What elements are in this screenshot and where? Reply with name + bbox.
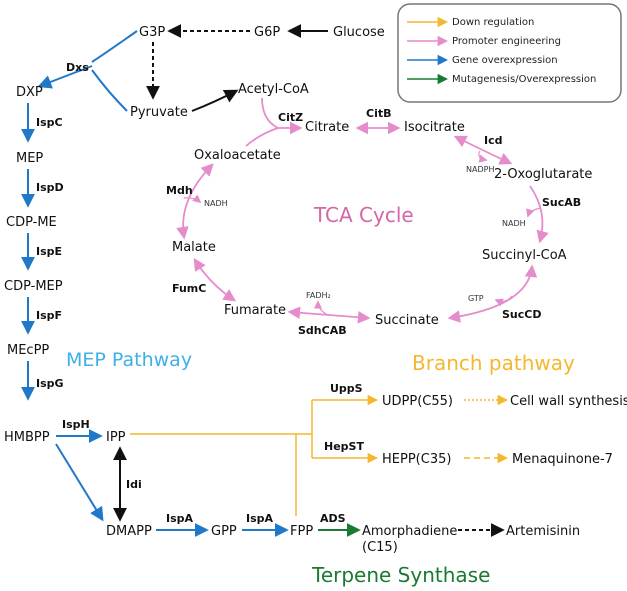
node-mep: MEP [16, 151, 43, 166]
node-succinate: Succinate [375, 313, 439, 328]
node-amorphadiene: Amorphadiene [362, 524, 457, 539]
node-fumarate: Fumarate [224, 303, 286, 318]
node-menaquinone: Menaquinone-7 [512, 452, 613, 467]
enzyme-ispa-1: IspA [166, 512, 194, 525]
node-hmbpp: HMBPP [4, 430, 50, 445]
node-g6p: G6P [254, 25, 280, 40]
enzyme-ispd: IspD [36, 181, 64, 194]
arrow-succd-gtp [494, 295, 513, 307]
arrow-pyruvate-acetylcoa [191, 89, 239, 112]
arrow-sdhcab [287, 306, 371, 324]
node-cdpme: CDP-ME [6, 215, 57, 230]
arrow-mdh [176, 163, 214, 240]
title-tca-cycle: TCA Cycle [313, 203, 414, 227]
enzyme-ispf: IspF [36, 309, 62, 322]
legend-box [397, 3, 622, 103]
enzyme-idi: Idi [126, 478, 142, 491]
enzyme-ispc: IspC [36, 116, 63, 129]
node-succinyl-coa: Succinyl-CoA [482, 248, 567, 263]
node-isocitrate: Isocitrate [404, 120, 465, 135]
node-c15: (C15) [362, 540, 398, 555]
arrow-sucab [529, 185, 549, 244]
node-malate: Malate [172, 240, 216, 255]
enzyme-sucab: SucAB [542, 196, 581, 209]
enzyme-ispa-2: IspA [246, 512, 274, 525]
enzyme-icd: Icd [484, 134, 503, 147]
enzyme-sdhcab: SdhCAB [298, 324, 347, 337]
node-ipp: IPP [106, 430, 126, 445]
arrow-mdh-nadh [183, 194, 202, 204]
enzyme-fumc: FumC [172, 282, 206, 295]
node-hepp: HEPP(C35) [382, 452, 451, 467]
enzyme-ads: ADS [320, 512, 346, 525]
node-artemisinin: Artemisinin [506, 524, 580, 539]
branch-lines [130, 400, 313, 516]
node-cdpmep: CDP-MEP [4, 279, 63, 294]
node-mecpp: MEcPP [7, 343, 49, 358]
legend-label-gene: Gene overexpression [452, 55, 558, 66]
node-acetyl-coa: Acetyl-CoA [238, 82, 309, 97]
node-udpp: UDPP(C55) [382, 394, 453, 409]
cofactor-gtp: GTP [468, 294, 484, 303]
enzyme-mdh: Mdh [166, 184, 193, 197]
arrow-g3p-dxs [91, 30, 138, 63]
cofactor-nadh-1: NADH [204, 199, 228, 208]
node-pyruvate: Pyruvate [130, 105, 188, 120]
legend: Down regulation Promoter engineering Gen… [397, 3, 622, 103]
legend-label-promoter: Promoter engineering [452, 36, 561, 47]
arrow-citz-acetyl [261, 97, 279, 129]
node-g3p: G3P [139, 25, 165, 40]
title-terpene-synthase: Terpene Synthase [311, 563, 490, 587]
title-branch-pathway: Branch pathway [412, 351, 575, 375]
node-oxoglutarate: 2-Oxoglutarate [494, 167, 592, 182]
node-fpp: FPP [290, 524, 313, 539]
enzyme-isph: IspH [62, 418, 90, 431]
enzyme-hepst: HepST [324, 440, 364, 453]
node-oxaloacetate: Oxaloacetate [194, 148, 281, 163]
arrow-sdhcab-fadh2 [313, 300, 329, 316]
arrow-sucab-nadh [526, 207, 542, 218]
node-dxp: DXP [16, 85, 43, 100]
enzyme-citb: CitB [366, 107, 392, 120]
node-citrate: Citrate [305, 120, 349, 135]
arrow-citz-oaa [245, 127, 279, 147]
node-gpp: GPP [211, 524, 237, 539]
arrow-fumc [193, 257, 237, 302]
enzyme-succd: SucCD [502, 308, 541, 321]
arrow-hmbpp-dmapp [55, 443, 104, 522]
enzyme-ispe: IspE [36, 245, 62, 258]
enzyme-citz: CitZ [278, 111, 303, 124]
cofactor-nadph: NADPH [466, 165, 494, 174]
node-glucose: Glucose [333, 25, 385, 40]
arrow-icd-nadph [478, 150, 488, 163]
node-dmapp: DMAPP [106, 524, 152, 539]
enzyme-ispg: IspG [36, 377, 64, 390]
cofactor-fadh2: FADH₂ [306, 291, 331, 300]
arrow-dxs-dxp [37, 65, 93, 89]
legend-label-mutagenesis: Mutagenesis/Overexpression [452, 74, 596, 85]
cofactor-nadh-2: NADH [502, 219, 526, 228]
node-cell-wall: Cell wall synthesis [510, 394, 627, 409]
arrow-icd [453, 135, 513, 165]
title-mep-pathway: MEP Pathway [66, 349, 192, 371]
arrow-pyruvate-dxs [91, 69, 128, 112]
legend-label-down: Down regulation [452, 17, 534, 28]
enzyme-dxs: Dxs [66, 61, 89, 74]
enzyme-upps: UppS [330, 382, 363, 395]
